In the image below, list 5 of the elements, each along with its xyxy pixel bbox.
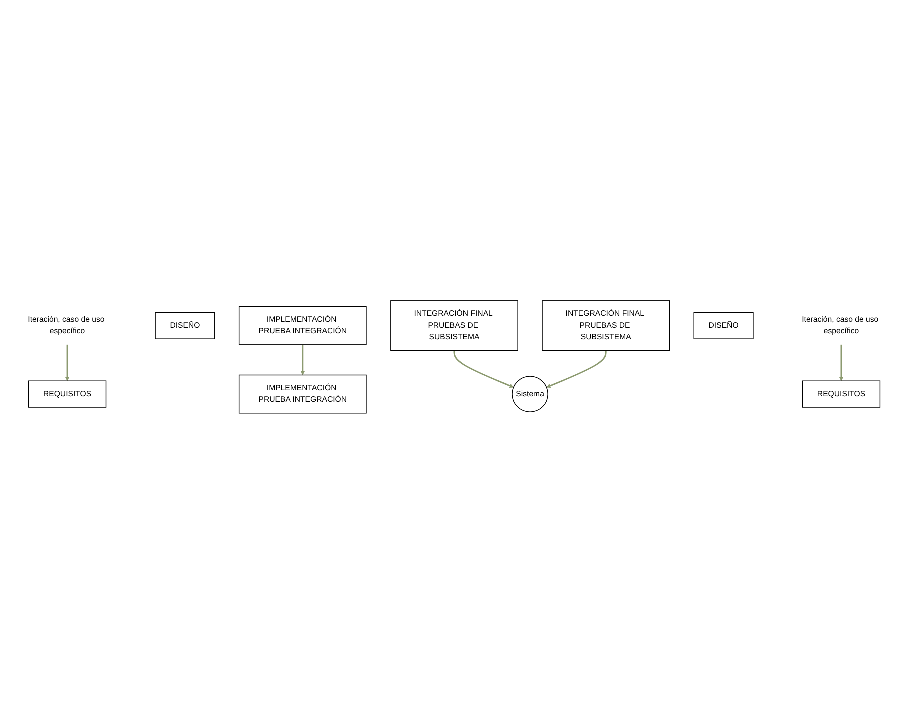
- arrow: [300, 345, 306, 376]
- arrow: [546, 351, 607, 388]
- arrow: [65, 345, 70, 382]
- arrow: [839, 345, 844, 382]
- arrow: [454, 351, 514, 388]
